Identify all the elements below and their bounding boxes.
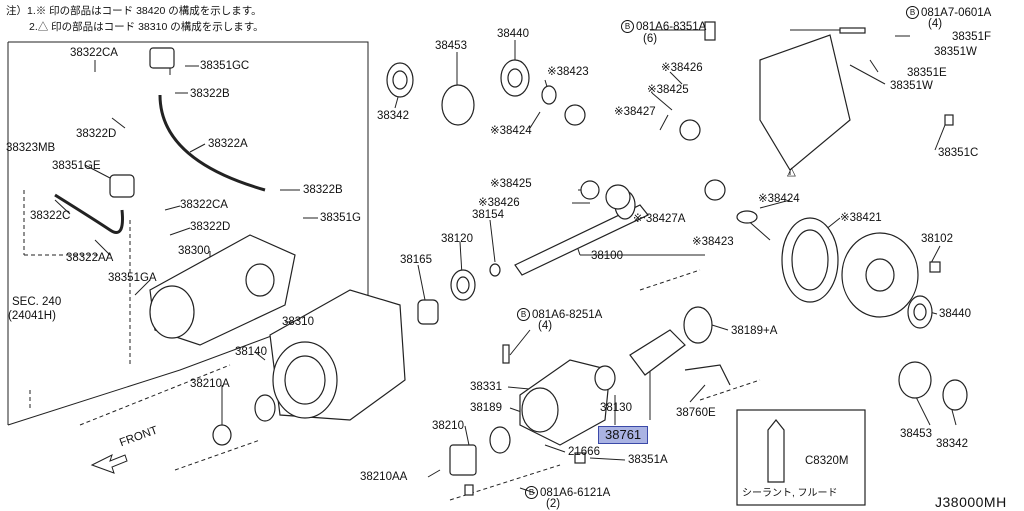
part-label-38426-2: ※38426 — [478, 197, 520, 209]
sec-240-sub-label: (24041H) — [8, 310, 56, 322]
part-label-C8320M: C8320M — [805, 455, 849, 467]
part-label-38440: 38440 — [497, 28, 529, 40]
part-label-38189: 38189 — [470, 402, 502, 414]
part-label-38760E: 38760E — [676, 407, 716, 419]
part-label-38761-highlighted[interactable]: 38761 — [598, 426, 649, 444]
part-label-38322D-2: 38322D — [190, 221, 231, 233]
note-line-2: 2.△ 印の部品はコード 38310 の構成を示します。 — [29, 21, 264, 33]
part-label-38322D: 38322D — [76, 128, 117, 140]
part-label-38351GC: 38351GC — [200, 60, 250, 72]
part-label-38351W: 38351W — [934, 46, 977, 58]
part-label-38154: 38154 — [472, 209, 504, 221]
part-label-38300: 38300 — [178, 245, 210, 257]
part-label-38424-2: ※38424 — [758, 193, 800, 205]
part-label-38425-2: ※38425 — [490, 178, 532, 190]
rear-cover-shape — [759, 34, 851, 171]
part-label-38210A: 38210A — [190, 378, 230, 390]
part-number-081A7-0601A: 081A7-0601A — [921, 7, 992, 19]
part-label-38426: ※38426 — [661, 62, 703, 74]
sec-240-label: SEC. 240 — [12, 296, 62, 308]
part-label-38423-2: ※38423 — [692, 236, 734, 248]
part-label-38342: 38342 — [377, 110, 409, 122]
part-label-38453: 38453 — [435, 40, 467, 52]
bolt-b-icon-4: B — [525, 486, 538, 499]
part-label-38351GA: 38351GA — [108, 272, 157, 284]
qty-081A6-6121A: (2) — [546, 498, 561, 510]
part-label-38351E: 38351E — [907, 67, 947, 79]
part-label-38130: 38130 — [600, 402, 632, 414]
part-label-38322C: 38322C — [30, 210, 71, 222]
part-label-38189A: 38189+A — [731, 325, 778, 337]
part-number-081A6-6121A: 081A6-6121A — [540, 487, 611, 499]
note-line-1: 注）1.※ 印の部品はコード 38420 の構成を示します。 — [6, 5, 262, 17]
part-label-38351W-2: 38351W — [890, 80, 933, 92]
part-label-38322AA: 38322AA — [66, 252, 114, 264]
bolt-b-icon: B — [621, 20, 634, 33]
sealant-caption: シーラント, フルード — [742, 488, 838, 499]
part-label-38351GE: 38351GE — [52, 160, 101, 172]
part-label-38342-2: 38342 — [936, 438, 968, 450]
part-label-38351F: 38351F — [952, 31, 992, 43]
sealant-box — [736, 409, 866, 506]
part-label-38102: 38102 — [921, 233, 953, 245]
part-label-38323MB: 38323MB — [6, 142, 56, 154]
part-label-38351G: 38351G — [320, 212, 361, 224]
part-label-38120: 38120 — [441, 233, 473, 245]
qty-081A7-0601A: (4) — [928, 18, 943, 30]
part-label-38165: 38165 — [400, 254, 432, 266]
part-label-38322B-2: 38322B — [303, 184, 343, 196]
diagram-code: J38000MH — [935, 494, 1007, 510]
part-label-38425: ※38425 — [647, 84, 689, 96]
part-label-38427: ※38427 — [614, 106, 656, 118]
qty-081A6-8351A: (6) — [643, 33, 658, 45]
pinion-shaft-shape — [514, 204, 649, 276]
part-label-38424: ※38424 — [490, 125, 532, 137]
part-label-38322A: 38322A — [208, 138, 248, 150]
part-label-38427A: ※ 38427A — [633, 213, 686, 225]
part-label-38210: 38210 — [432, 420, 464, 432]
part-label-38453-2: 38453 — [900, 428, 932, 440]
qty-081A6-8251A: (4) — [538, 320, 553, 332]
part-label-21666: 21666 — [568, 446, 600, 458]
part-label-38322B: 38322B — [190, 88, 230, 100]
part-label-38331: 38331 — [470, 381, 502, 393]
part-number-081A6-8251A: 081A6-8251A — [532, 309, 603, 321]
part-label-38440-2: 38440 — [939, 308, 971, 320]
front-arrow-shape — [90, 454, 128, 474]
part-label-38351A: 38351A — [628, 454, 668, 466]
part-label-38322CA: 38322CA — [70, 47, 118, 59]
bolt-b-icon-3: B — [517, 308, 530, 321]
part-label-38322CA-2: 38322CA — [180, 199, 228, 211]
bolt-b-icon-2: B — [906, 6, 919, 19]
part-number-081A6-8351A: 081A6-8351A — [636, 21, 707, 33]
part-label-38351C: 38351C — [938, 147, 979, 159]
part-label-38310: 38310 — [282, 316, 314, 328]
part-label-38140: 38140 — [235, 346, 267, 358]
part-label-38423: ※38423 — [547, 66, 589, 78]
assembly-guides — [23, 145, 791, 501]
triangle-mark: △ — [787, 166, 796, 178]
part-label-38210AA: 38210AA — [360, 471, 408, 483]
part-label-38421: ※38421 — [840, 212, 882, 224]
part-label-38100: 38100 — [591, 250, 623, 262]
